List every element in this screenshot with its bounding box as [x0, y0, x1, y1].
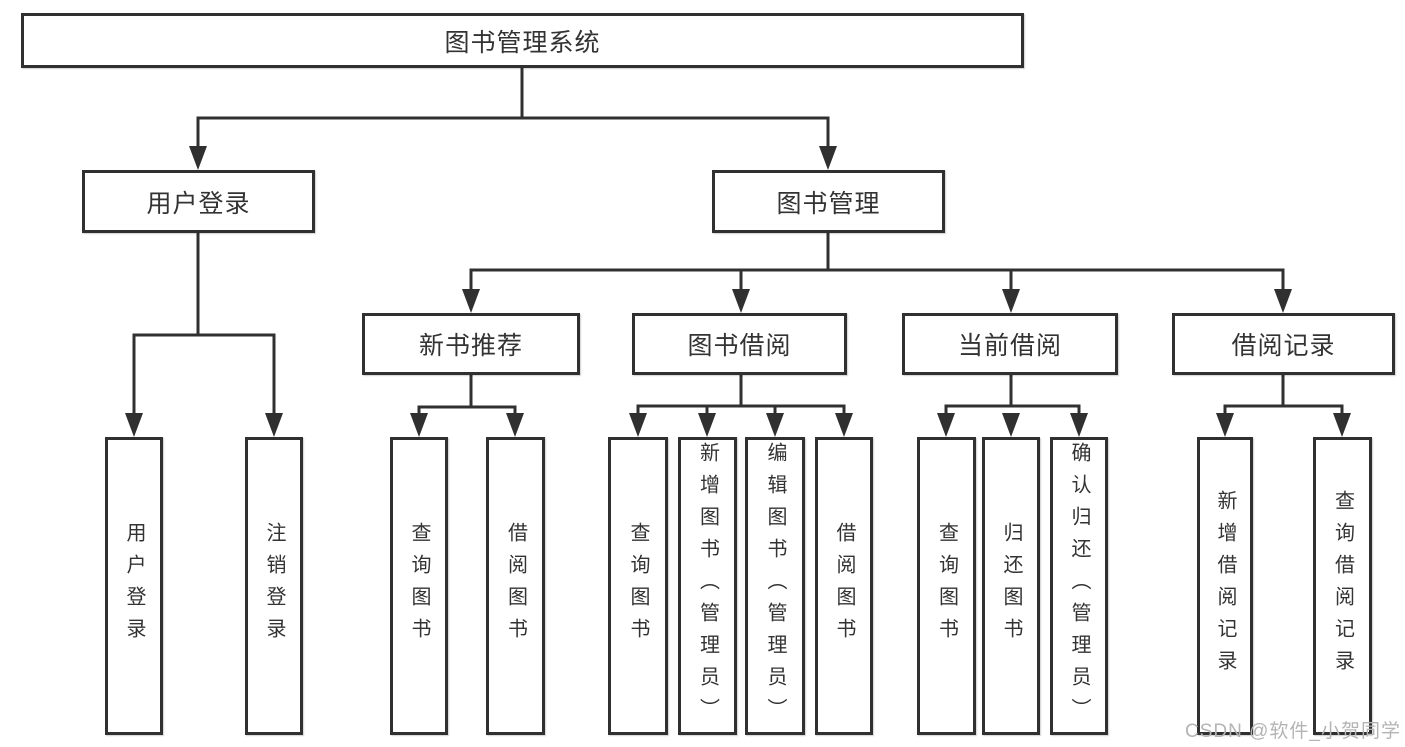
connector-records-to-leaves — [1216, 373, 1351, 437]
leaf-add-borrow-record: 新增借阅记录 — [1197, 437, 1253, 735]
leaf-return-books: 归还图书 — [982, 437, 1040, 735]
connector-user-login-to-leaves — [125, 231, 283, 437]
node-book-borrowing-label: 图书借阅 — [687, 332, 792, 360]
node-new-book-recommend: 新书推荐 — [362, 313, 580, 375]
leaf-add-books-admin-label: 新增图书（管理员） — [696, 442, 719, 730]
node-current-borrowing: 当前借阅 — [902, 313, 1118, 375]
node-book-borrowing: 图书借阅 — [632, 313, 847, 375]
node-book-management-label: 图书管理 — [776, 189, 881, 218]
leaf-query-books-borrowing-label: 查询图书 — [627, 522, 649, 650]
node-current-borrowing-label: 当前借阅 — [957, 332, 1062, 360]
connector-current-to-leaves — [937, 373, 1088, 437]
leaf-borrow-books-recommend-label: 借阅图书 — [504, 522, 527, 650]
leaf-query-borrow-record-label: 查询借阅记录 — [1331, 490, 1354, 682]
leaf-query-books-recommend-label: 查询图书 — [408, 522, 430, 650]
leaf-query-borrow-record: 查询借阅记录 — [1313, 437, 1372, 735]
connector-book-management-to-level3 — [462, 231, 1292, 313]
leaf-borrow-books: 借阅图书 — [815, 437, 873, 735]
node-user-login: 用户登录 — [82, 170, 315, 233]
leaf-add-borrow-record-label: 新增借阅记录 — [1214, 490, 1236, 682]
node-borrowing-records: 借阅记录 — [1172, 313, 1395, 375]
leaf-borrow-books-label: 借阅图书 — [833, 522, 855, 650]
node-borrowing-records-label: 借阅记录 — [1231, 332, 1336, 360]
leaf-logout: 注销登录 — [245, 437, 303, 735]
leaf-edit-books-admin: 编辑图书（管理员） — [745, 437, 805, 735]
leaf-user-login-label: 用户登录 — [123, 522, 145, 650]
connector-borrowing-to-leaves — [629, 373, 853, 437]
leaf-query-books-recommend: 查询图书 — [390, 437, 448, 735]
leaf-confirm-return-admin: 确认归还（管理员） — [1050, 437, 1108, 735]
node-book-management: 图书管理 — [712, 170, 945, 233]
leaf-logout-label: 注销登录 — [263, 522, 285, 650]
connector-root-to-level2 — [189, 66, 837, 170]
leaf-query-books-current-label: 查询图书 — [935, 522, 958, 650]
leaf-edit-books-admin-label: 编辑图书（管理员） — [764, 442, 786, 730]
connector-new-book-to-leaves — [410, 373, 524, 437]
node-root-label: 图书管理系统 — [444, 28, 601, 57]
leaf-return-books-label: 归还图书 — [1000, 522, 1022, 650]
leaf-user-login: 用户登录 — [105, 437, 163, 735]
leaf-query-books-borrowing: 查询图书 — [608, 437, 668, 735]
node-root: 图书管理系统 — [21, 13, 1024, 68]
leaf-confirm-return-admin-label: 确认归还（管理员） — [1068, 442, 1090, 730]
leaf-query-books-current: 查询图书 — [917, 437, 976, 735]
csdn-watermark: CSDN @软件_小贺同学 — [1185, 721, 1401, 742]
leaf-add-books-admin: 新增图书（管理员） — [678, 437, 737, 735]
leaf-borrow-books-recommend: 借阅图书 — [486, 437, 545, 735]
node-user-login-label: 用户登录 — [146, 189, 251, 218]
node-new-book-recommend-label: 新书推荐 — [418, 332, 523, 360]
